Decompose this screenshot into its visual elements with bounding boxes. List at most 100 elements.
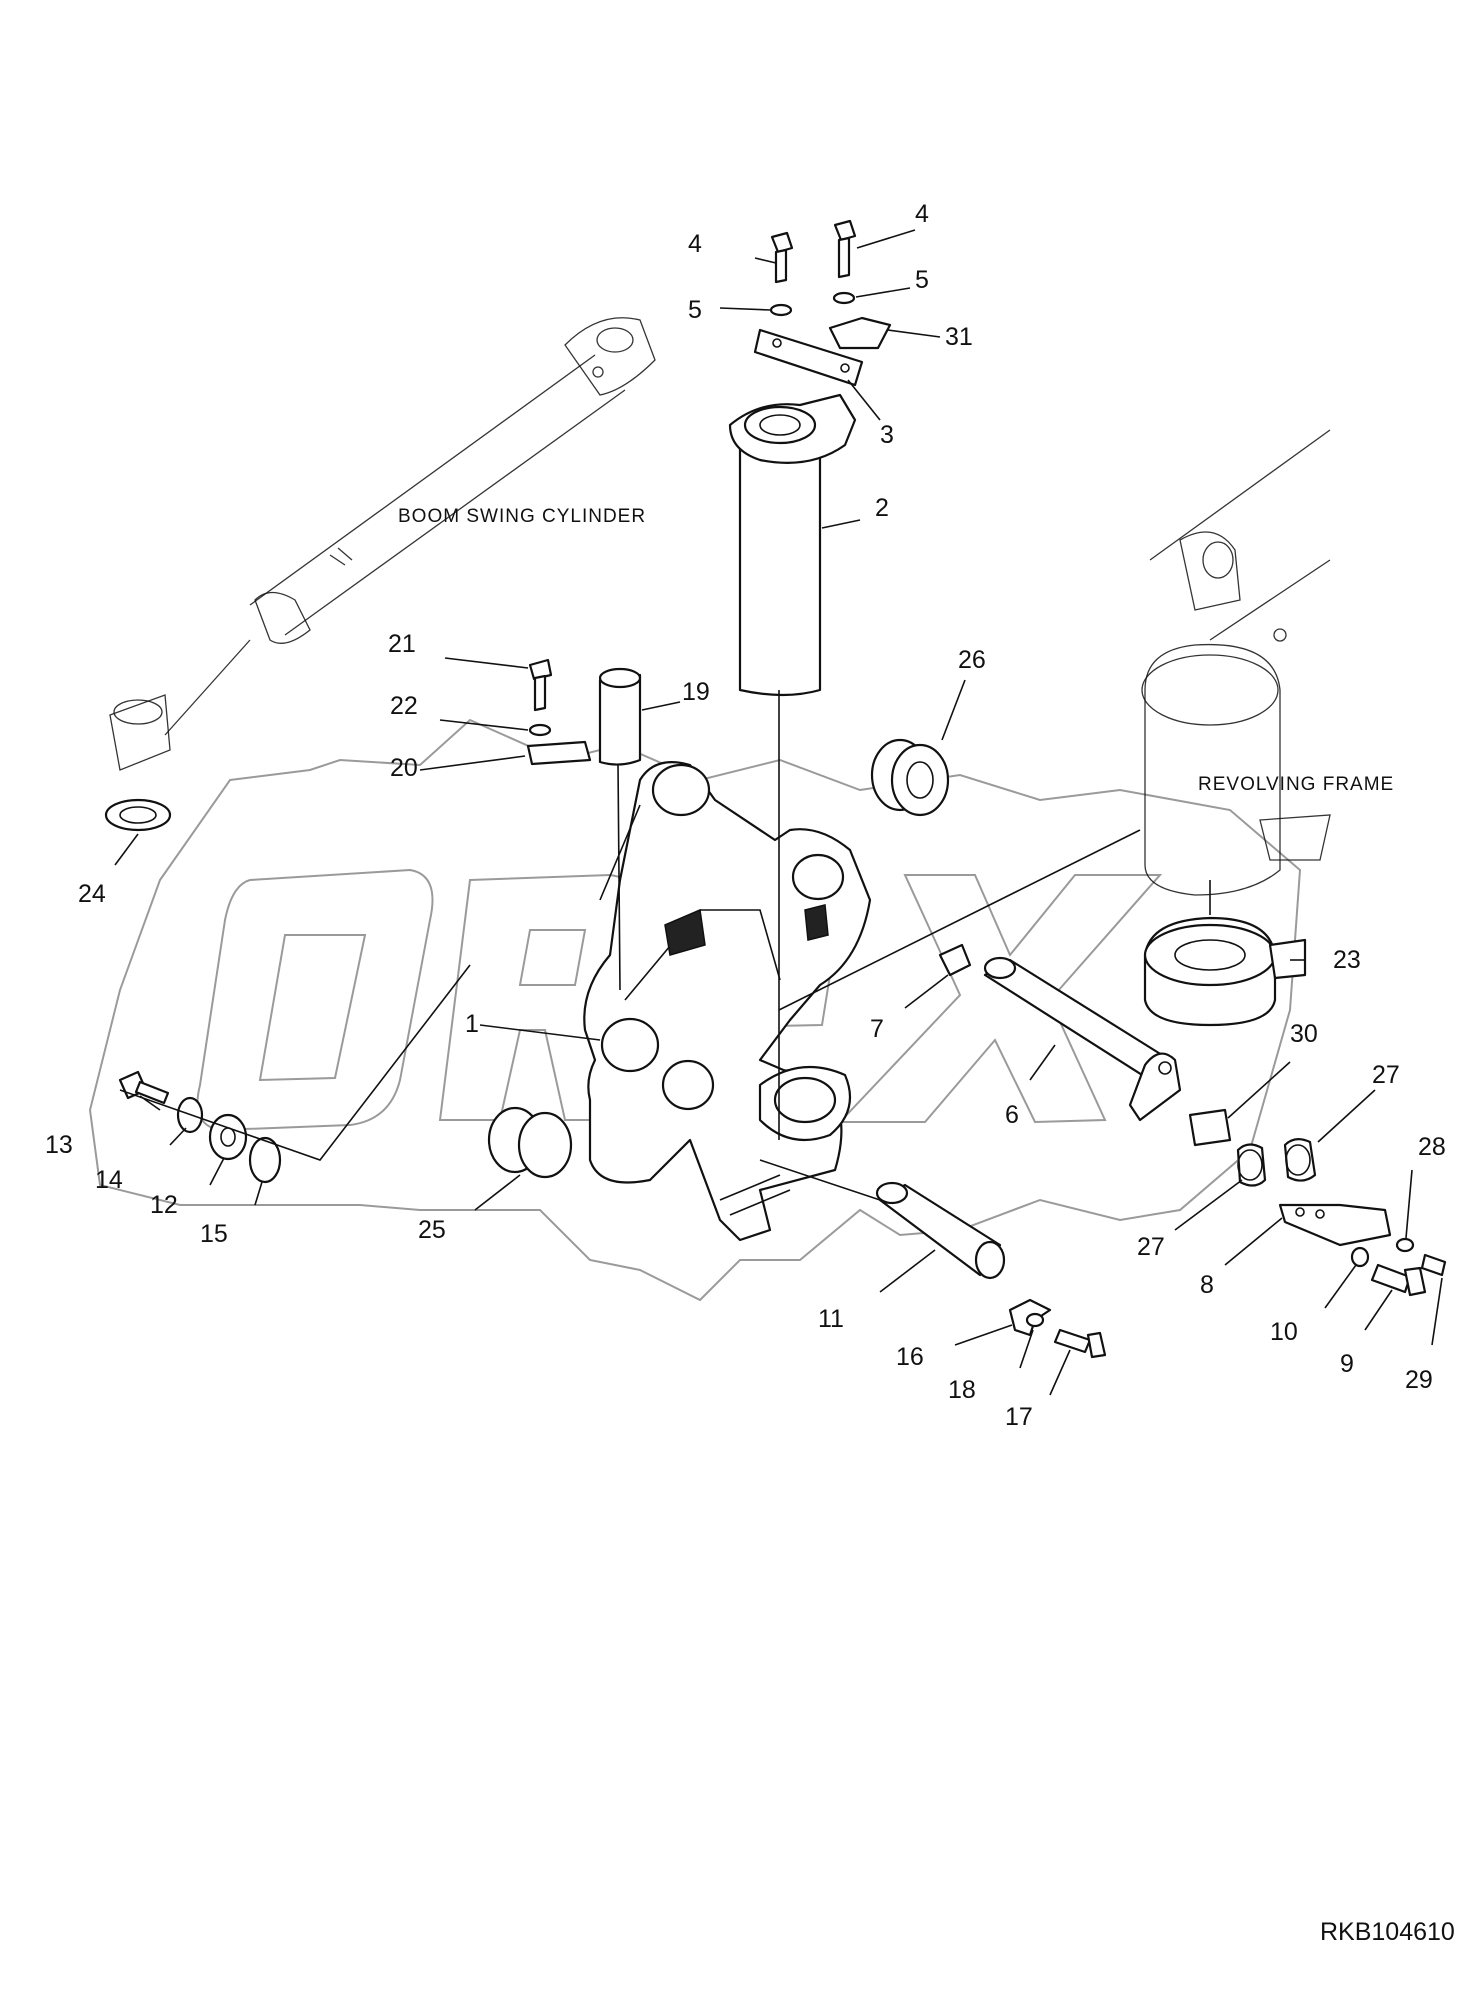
callout-7: 7 [870,1015,884,1043]
pin-part-11-face [974,1240,1006,1280]
washer-part-28 [1395,1237,1415,1253]
callout-15: 15 [200,1220,228,1248]
shim-part-15 [248,1136,282,1184]
swing-pin-body [738,428,822,697]
callout-28: 28 [1418,1133,1446,1161]
frame-boss-hole [1202,541,1234,579]
bracket-lower-bore [661,1059,715,1111]
bracket-part-8-hole-1 [1295,1207,1305,1217]
leader-lines [114,229,1443,1396]
cylinder-fitting [329,547,353,566]
bolt-part-4-right [833,219,857,279]
callout-30: 30 [1290,1020,1318,1048]
bolt-part-17-shank [1053,1328,1092,1354]
grease-fitting-part-7 [938,943,972,977]
callout-14: 14 [95,1166,123,1194]
frame-nut [1273,628,1287,642]
caption-boom-swing-cylinder: BOOM SWING CYLINDER [398,506,646,527]
callout-22: 22 [390,692,418,720]
pin-part-6-end [983,956,1017,980]
callout-11: 11 [818,1305,844,1333]
callout-25: 25 [418,1216,446,1244]
callout-17: 17 [1005,1403,1033,1431]
clip-part-31 [828,316,892,350]
cylinder-head-hole [596,327,634,353]
callout-4-left: 4 [688,230,702,258]
callout-23: 23 [1333,946,1361,974]
lock-plate-hole-2 [840,363,850,373]
bracket-top-bore [651,763,711,817]
thrust-washer-part-24-hole [119,806,157,824]
bolt-part-9-head [1403,1266,1427,1297]
bolt-part-29 [1420,1253,1447,1277]
callout-2: 2 [875,494,889,522]
watermark-letter-x [837,874,1163,1124]
callout-4-right: 4 [915,200,929,228]
bushing-part-23-top [1143,923,1277,987]
callout-5-left: 5 [688,296,702,324]
callout-29: 29 [1405,1366,1433,1394]
bolt-part-17-head [1086,1331,1107,1359]
drawing-code: RKB104610 [1320,1918,1455,1946]
shim-part-26-hole [906,761,934,799]
bolt-part-21-shank [533,674,547,712]
washer-part-10 [1350,1246,1370,1268]
frame-bracket [1259,814,1331,861]
callout-26: 26 [958,646,986,674]
pin-part-19-centerline [617,763,621,991]
hardware-centerline-left [119,964,471,1161]
callout-8: 8 [1200,1271,1214,1299]
bracket-web-lines [599,804,781,1001]
cylinder-rod-lines [249,354,626,636]
pin-part-11-centerline [759,1159,881,1201]
callout-labels: 1 2 3 4 4 5 5 6 7 8 9 10 11 12 13 14 15 … [45,200,1446,1431]
bracket-stop-block [664,908,706,956]
frame-edge-lines [1149,429,1331,641]
callout-18: 18 [948,1376,976,1404]
cylinder-grease-port [592,366,604,378]
plate-part-12 [208,1113,248,1161]
callout-16: 16 [896,1343,924,1371]
lock-plate-part-20 [526,740,592,766]
thrust-washer-part-24 [104,798,172,832]
bolt-part-21-head [528,658,553,681]
swing-pin-head-hole [759,414,801,436]
revolving-frame-ghost [1141,429,1331,896]
cylinder-rod [164,639,251,736]
caption-revolving-frame: REVOLVING FRAME [1198,774,1394,795]
pin-part-19 [598,673,642,766]
cylinder-gland [254,591,311,644]
callout-9: 9 [1340,1350,1354,1378]
lock-plate-part-3 [753,328,864,387]
frame-centerline [778,829,1141,1011]
bolt-part-9-shank [1370,1263,1412,1294]
washer-part-5-right [832,291,856,305]
callout-27-upper: 27 [1372,1061,1400,1089]
bolt-part-4-left [770,231,794,284]
frame-swing-post-top [1141,654,1279,726]
bracket-swing-boss-hole [773,1076,837,1124]
pin-part-6-flange [1128,1052,1182,1122]
swing-pin-head-face [743,405,817,445]
cylinder-head-eye [564,317,656,396]
callout-12: 12 [150,1191,178,1219]
lock-plate-hole-1 [772,338,782,348]
frame-swing-post [1144,643,1281,896]
bushing-part-23-bore [1174,939,1246,971]
frame-boss [1179,531,1241,611]
bracket-right-bore [791,853,845,901]
callout-13: 13 [45,1131,73,1159]
bushing-part-27-b-bore [1285,1144,1311,1176]
bracket-part-30 [1188,1108,1232,1147]
bracket-left-bore [600,1017,660,1073]
pin-part-11-end [875,1181,909,1205]
bolt-part-13-shank [134,1080,170,1105]
callout-1: 1 [465,1010,479,1038]
callout-24: 24 [78,880,106,908]
shim-part-26-b [890,743,950,817]
cylinder-rod-eye [109,694,171,771]
callout-21: 21 [388,630,416,658]
washer-part-5-left [769,303,793,317]
